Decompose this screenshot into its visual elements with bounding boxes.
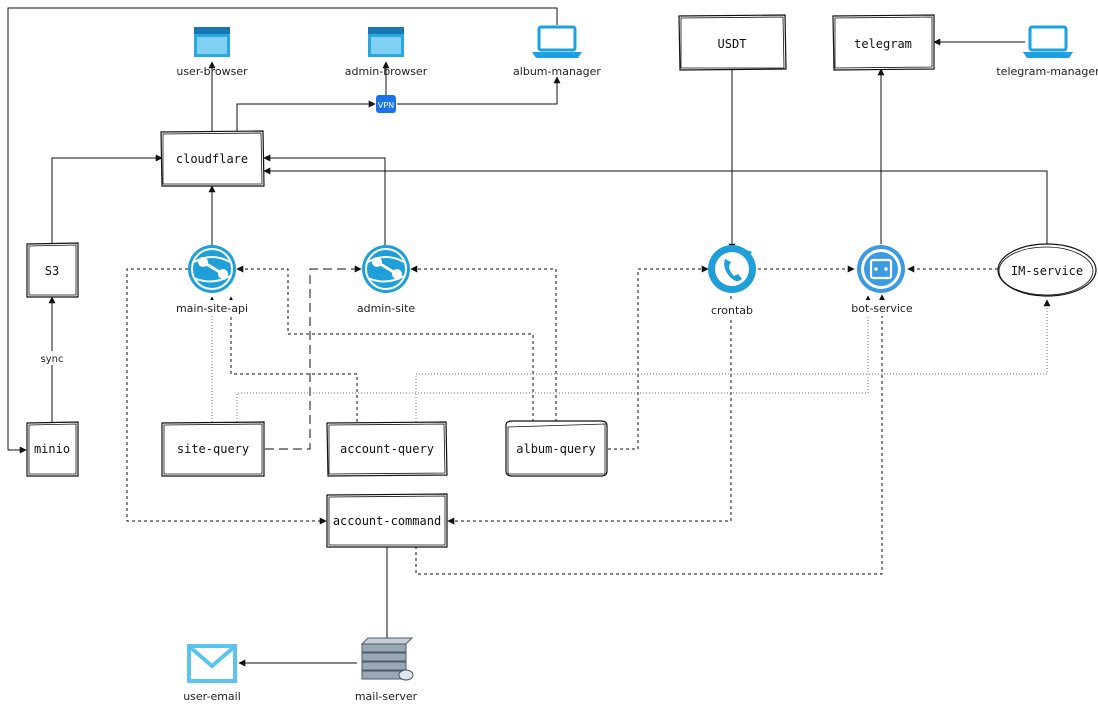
edge-main-site-account-command — [126, 268, 327, 525]
edge-label-sync: sync — [38, 351, 66, 365]
email-icon — [187, 644, 237, 683]
edge-album-query-main-site — [236, 265, 534, 422]
edge-album-query-admin-site — [410, 265, 557, 422]
edge-crontab-account-command — [447, 290, 732, 525]
main-site-api-node[interactable]: main-site-api — [172, 245, 252, 316]
album-manager-label: album-manager — [513, 65, 601, 78]
edge-s3-cloudflare — [51, 154, 163, 244]
usdt-label: USDT — [718, 37, 747, 51]
server-icon — [360, 637, 414, 681]
edge-site-query-admin-site — [265, 265, 362, 450]
im-service-node[interactable]: IM-service — [997, 243, 1097, 297]
crontab-node[interactable]: crontab — [706, 245, 758, 318]
account-command-label: account-command — [333, 514, 441, 528]
edge-vpn-album-manager — [397, 76, 561, 105]
edge-account-query-im-service — [415, 299, 1051, 422]
edge-admin-site-cloudflare — [263, 154, 386, 245]
site-query-node[interactable]: site-query — [161, 421, 265, 477]
album-query-node[interactable]: album-query — [505, 420, 608, 477]
svg-text:sync: sync — [41, 354, 64, 365]
edge-site-query-bot-service — [236, 295, 872, 422]
edge-im-service-cloudflare — [263, 167, 1048, 249]
usdt-node[interactable]: USDT — [678, 14, 787, 71]
bot-service-node[interactable]: bot-service — [850, 245, 914, 316]
account-query-node[interactable]: account-query — [326, 421, 448, 477]
admin-browser-label: admin-browser — [345, 65, 428, 78]
edge-album-manager-minio — [7, 7, 558, 454]
long-dash-edges — [265, 265, 362, 450]
minio-node[interactable]: minio — [26, 421, 79, 477]
album-query-label: album-query — [516, 442, 595, 456]
edge-cloudflare-vpn — [236, 100, 376, 132]
bot-service-label: bot-service — [851, 302, 913, 315]
main-site-api-label: main-site-api — [176, 302, 248, 315]
web-globe-icon — [362, 245, 410, 293]
admin-site-label: admin-site — [357, 302, 416, 315]
user-browser-node[interactable]: user-browser — [176, 27, 248, 78]
im-service-label: IM-service — [1011, 264, 1083, 278]
laptop-icon — [1023, 25, 1073, 58]
mail-server-node[interactable]: mail-server — [355, 637, 418, 703]
scheduler-icon — [708, 245, 756, 293]
user-email-label: user-email — [183, 690, 241, 703]
cloudflare-node[interactable]: cloudflare — [160, 130, 265, 187]
web-globe-icon — [188, 245, 236, 293]
telegram-node[interactable]: telegram — [832, 14, 935, 71]
telegram-manager-node[interactable]: telegram-manager — [996, 25, 1098, 78]
dashed-edges — [126, 265, 998, 575]
account-query-label: account-query — [340, 442, 434, 456]
admin-site-node[interactable]: admin-site — [357, 245, 416, 315]
user-browser-label: user-browser — [176, 65, 248, 78]
bot-icon — [857, 245, 905, 293]
telegram-label: telegram — [854, 37, 912, 51]
laptop-icon — [532, 25, 582, 58]
s3-node[interactable]: S3 — [26, 242, 79, 298]
site-query-label: site-query — [177, 442, 249, 456]
album-manager-node[interactable]: album-manager — [513, 25, 601, 78]
browser-icon — [368, 27, 404, 57]
crontab-label: crontab — [711, 304, 753, 317]
account-command-node[interactable]: account-command — [326, 493, 448, 548]
dotted-edges — [208, 295, 1051, 422]
edge-album-query-crontab — [608, 265, 709, 450]
admin-browser-node[interactable]: admin-browser — [345, 27, 428, 78]
edges — [7, 7, 1048, 667]
svg-text:VPN: VPN — [378, 101, 394, 110]
edge-account-command-bot-service — [415, 294, 886, 575]
s3-label: S3 — [45, 264, 59, 278]
mail-server-label: mail-server — [355, 690, 418, 703]
edge-account-query-main-site — [227, 296, 358, 422]
vpn-badge: VPN — [376, 95, 396, 113]
user-email-node[interactable]: user-email — [183, 644, 241, 703]
telegram-manager-label: telegram-manager — [996, 65, 1098, 78]
minio-label: minio — [34, 442, 70, 456]
browser-icon — [194, 27, 230, 57]
cloudflare-label: cloudflare — [176, 152, 248, 166]
